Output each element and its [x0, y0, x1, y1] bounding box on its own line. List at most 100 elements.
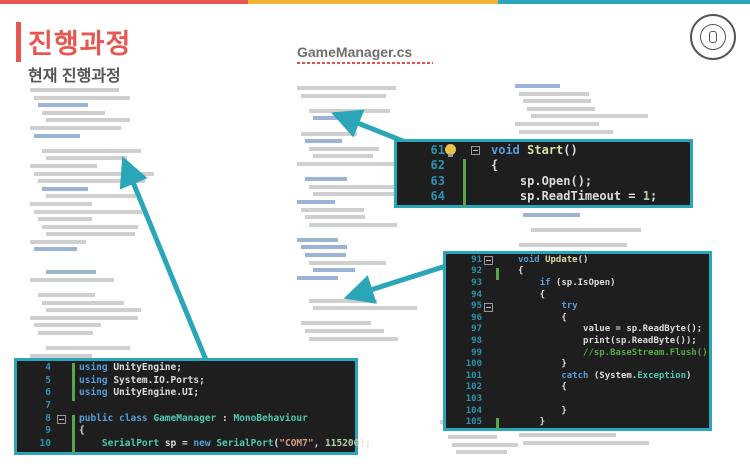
blurred-code-line	[305, 215, 365, 220]
code-line: 64 sp.ReadTimeout = 1;	[397, 189, 690, 205]
blurred-code-line	[42, 300, 124, 305]
code-token: System.IO.Ports;	[113, 374, 205, 386]
line-number: 104	[465, 405, 482, 416]
changed-lines-marker	[496, 418, 499, 430]
blurred-code-line	[456, 450, 507, 455]
code-text: {	[518, 266, 523, 276]
editor-gutter	[482, 382, 518, 394]
blurred-code-line	[531, 114, 649, 119]
seal-core	[709, 31, 717, 43]
code-token: {	[518, 289, 546, 300]
collapse-toggle-icon[interactable]	[484, 303, 493, 312]
blurred-code-line	[309, 260, 386, 265]
code-token: ;	[649, 189, 658, 204]
blurred-code-line	[305, 177, 347, 182]
arrow-to-update-panel	[343, 263, 447, 304]
code-line: 10 SerialPort sp = new SerialPort("COM7"…	[17, 437, 371, 450]
collapse-toggle-icon[interactable]	[471, 146, 480, 155]
blurred-code-line	[297, 86, 396, 90]
line-number: 5	[45, 374, 51, 386]
code-text: void Start()	[491, 143, 578, 157]
seal-inner-ring	[700, 24, 726, 50]
blurred-code-line	[519, 433, 617, 438]
code-token	[518, 371, 561, 381]
blurred-code-line	[452, 442, 518, 447]
code-line: 9{	[17, 424, 355, 437]
changed-lines-marker	[463, 159, 466, 207]
code-line: 92 {	[446, 266, 709, 278]
code-line: 5 using System.IO.Ports;	[17, 374, 355, 387]
blurred-code-line	[30, 163, 98, 168]
blurred-code-line	[38, 217, 93, 222]
line-number: 98	[471, 335, 482, 346]
code-text: {	[518, 290, 545, 300]
line-number: 8	[45, 412, 51, 424]
code-text: try	[518, 301, 578, 312]
blurred-code-line	[30, 315, 139, 320]
line-number: 4	[45, 361, 51, 373]
blurred-code-line	[30, 88, 119, 92]
code-token: try	[561, 301, 578, 312]
code-token: sp.Open();	[491, 173, 593, 188]
code-text: catch (System.Exception)	[518, 371, 691, 381]
code-token: }	[518, 405, 567, 416]
code-line: 97 value = sp.ReadByte();	[446, 324, 709, 336]
code-text: }	[518, 359, 566, 369]
university-seal-icon	[690, 14, 736, 60]
blurred-code-line	[38, 331, 94, 335]
code-token: using	[79, 387, 114, 399]
blurred-code-line	[313, 306, 417, 311]
code-token: :	[216, 412, 234, 424]
code-text: sp.ReadTimeout = 1;	[491, 189, 657, 203]
blurred-code-line	[34, 95, 131, 100]
arrow-to-using-panel	[119, 156, 209, 361]
code-line: 94 {	[446, 289, 709, 301]
blurred-code-line	[523, 440, 649, 445]
editor-gutter	[482, 358, 518, 370]
code-token: (System.	[588, 370, 638, 381]
blurred-code-line	[519, 243, 627, 248]
code-token: "COM7"	[279, 437, 314, 449]
code-text: using System.IO.Ports;	[79, 375, 205, 386]
blurred-code-line	[297, 275, 338, 280]
line-number: 62	[430, 158, 445, 173]
editor-gutter	[482, 324, 518, 336]
blurred-code-line	[297, 161, 402, 166]
blurred-code-line	[46, 156, 127, 161]
line-number: 97	[471, 324, 482, 335]
line-number: 100	[465, 359, 482, 370]
code-token	[518, 301, 561, 311]
code-token: MonoBehaviour	[233, 412, 308, 424]
code-token	[518, 278, 540, 288]
code-text: print(sp.ReadByte());	[518, 336, 697, 346]
code-line: 102 {	[446, 382, 709, 394]
blurred-code-line	[531, 228, 642, 233]
code-text: {	[518, 382, 566, 392]
editor-gutter	[482, 289, 518, 301]
changed-lines-marker	[72, 415, 75, 453]
code-token: public class	[79, 412, 154, 424]
collapse-toggle-icon[interactable]	[484, 256, 493, 265]
editor-gutter	[482, 335, 518, 347]
blurred-code-line	[46, 194, 136, 199]
editor-gutter	[482, 347, 518, 359]
lightbulb-icon[interactable]	[445, 144, 456, 157]
blurred-code-line	[527, 106, 596, 111]
editor-gutter	[482, 393, 518, 405]
blurred-code-line	[313, 268, 355, 273]
code-text: value = sp.ReadByte();	[518, 324, 702, 334]
line-number: 92	[471, 266, 482, 277]
line-number: 64	[430, 189, 445, 204]
line-number: 9	[45, 425, 51, 437]
collapse-toggle-icon[interactable]	[57, 415, 66, 424]
code-text: using UnityEngine.UI;	[79, 387, 199, 398]
blurred-code-line	[305, 253, 346, 258]
spellcheck-underline	[297, 62, 433, 64]
code-token: );	[359, 437, 371, 449]
code-line: 95 try	[446, 300, 709, 312]
accent-yellow	[248, 0, 498, 4]
code-text: void Update()	[518, 255, 588, 265]
